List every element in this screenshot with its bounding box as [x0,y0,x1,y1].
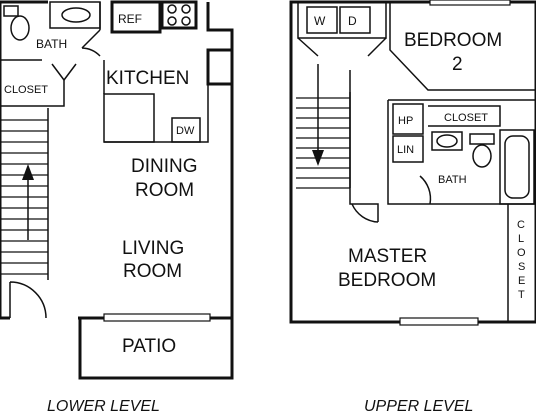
lower-right-wall [206,2,234,318]
toilet-fixture [3,5,30,41]
master-window [399,317,479,326]
dryer [339,6,371,34]
front-door [9,281,47,319]
upper-level: W D BEDROOM 2 HP LIN CLOSET [289,0,536,413]
closet-door [51,63,77,81]
bath-label: BATH [36,37,67,51]
bath-label: BATH [438,174,467,186]
bedroom2-window [429,0,511,6]
upper-staircase [296,64,351,189]
dining-label-line1: DINING [131,156,198,177]
washer [306,6,338,34]
side-closet-letter: O [517,247,526,259]
refrigerator [110,0,162,34]
side-closet-letter: E [518,275,525,287]
lin-label: LIN [397,144,414,156]
closet-wall [0,80,65,107]
hall-wall-left [349,70,379,222]
closet-label: CLOSET [4,84,48,96]
kitchen-island [103,93,155,143]
patio-walls [78,318,234,380]
lower-staircase [0,108,49,280]
d-label: D [348,14,357,28]
arrow-down-icon [312,150,324,166]
patio-label: PATIO [122,336,176,357]
bath-door-swing [419,175,432,205]
bath-closet [428,105,501,127]
lower-level: BATH CLOSET REF DW KITCHEN DINING ROOM L… [0,0,234,413]
hp-closet [392,103,424,135]
lin-closet [392,135,424,163]
side-closet-letter: S [518,261,525,273]
closet-top-label: CLOSET [444,112,488,124]
side-closet-label: C L O S E T [517,219,526,301]
bath-left-wall [387,100,430,205]
bath-sink [431,131,463,151]
sink-fixture [49,1,101,29]
bedroom2-walls [389,2,536,91]
bedroom2-label-line2: 2 [452,54,463,75]
ref-label: REF [118,12,142,26]
arrow-up-icon [22,164,34,180]
bedroom2-label-line1: BEDROOM [404,30,502,51]
upper-level-caption: UPPER LEVEL [364,398,473,413]
w-label: W [314,14,326,28]
living-label-line1: LIVING [122,238,184,259]
master-label-line2: BEDROOM [338,270,436,291]
lower-level-caption: LOWER LEVEL [47,398,160,413]
living-label-line2: ROOM [123,261,182,282]
dw-label: DW [176,125,195,137]
side-closet-letter: L [518,233,524,245]
patio-slider-door [103,313,211,322]
kitchen-counter-wall [104,84,209,143]
hp-label: HP [398,115,413,127]
kitchen-counter-right [206,48,234,86]
bath-toilet [469,133,495,168]
kitchen-label: KITCHEN [106,68,189,89]
laundry-closet [297,2,387,39]
side-closet-letter: T [518,289,525,301]
dining-label-line2: ROOM [135,180,194,201]
master-door-swing [351,203,379,223]
master-label-line1: MASTER [348,246,427,267]
bathtub [499,129,535,205]
laundry-door [297,37,387,57]
stove [160,0,198,30]
bath-door [81,29,101,57]
side-closet-letter: C [517,219,525,231]
